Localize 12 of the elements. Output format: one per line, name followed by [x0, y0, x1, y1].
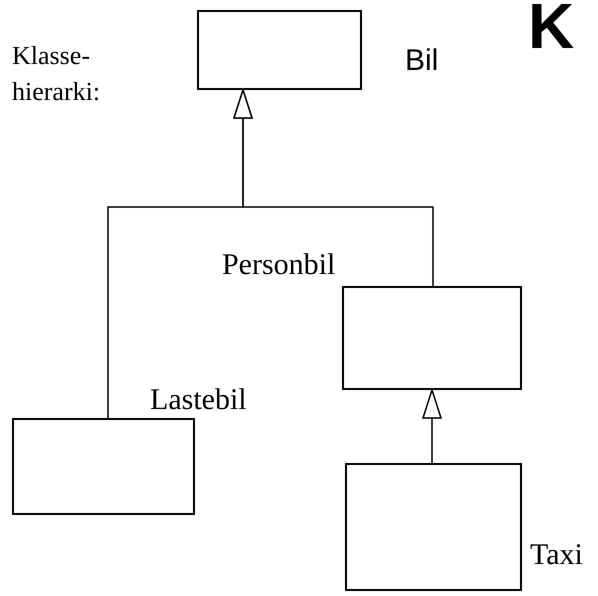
inheritance-arrow — [422, 389, 442, 463]
note-text: Klasse- hierarki: — [12, 40, 102, 108]
class-box — [345, 463, 522, 591]
inheritance-arrow — [233, 89, 434, 286]
class-box — [342, 286, 522, 390]
class-name: Bil — [405, 46, 438, 76]
class-box — [197, 10, 362, 90]
title-text: K — [528, 0, 574, 58]
class-name: Personbil — [222, 250, 336, 280]
class-name: Taxi — [530, 540, 583, 570]
class-box — [12, 418, 195, 515]
class-name: Lastebil — [150, 385, 247, 415]
